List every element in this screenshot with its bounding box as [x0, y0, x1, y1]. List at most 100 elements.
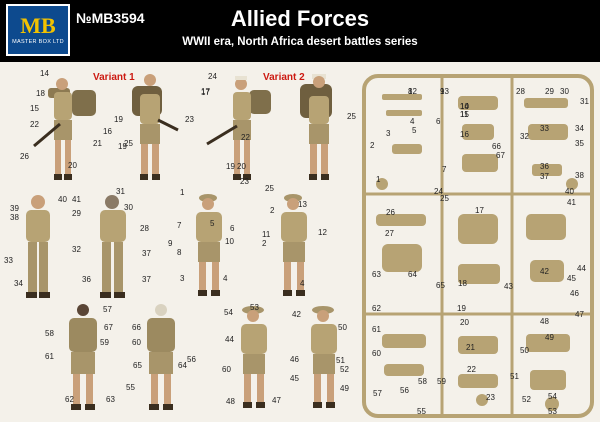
callout-sprue-6: 6 — [436, 117, 441, 126]
callout-row1-26: 26 — [20, 152, 29, 161]
callout-sprue-66: 66 — [492, 142, 501, 151]
callout-sprue-48: 48 — [540, 317, 549, 326]
callout-row1-20: 20 — [68, 161, 77, 170]
logo-mark: MB — [20, 13, 56, 38]
callout-row3-50: 50 — [338, 323, 347, 332]
callout-sprue-38: 38 — [575, 171, 584, 180]
callout-row3-60: 60 — [222, 365, 231, 374]
figure-variant1-back — [132, 74, 179, 180]
callout-row2-33: 33 — [4, 256, 13, 265]
callout-row1-25: 25 — [265, 184, 274, 193]
callout-row1-20: 20 — [237, 162, 246, 171]
callout-row2-6: 6 — [230, 224, 235, 233]
callout-row2-10: 10 — [225, 237, 234, 246]
callout-row2-36: 36 — [82, 275, 91, 284]
callout-sprue-59: 59 — [437, 377, 446, 386]
callout-sprue-4: 4 — [410, 117, 415, 126]
callout-row2-31: 31 — [116, 187, 125, 196]
figure-2-1 — [26, 195, 50, 298]
callout-sprue-8: 8 — [408, 87, 413, 96]
figure-variant2-front — [206, 76, 271, 180]
callout-sprue-32: 32 — [520, 132, 529, 141]
callout-row2-1: 1 — [180, 188, 185, 197]
callout-row2-2: 2 — [270, 206, 275, 215]
callout-row3-52: 52 — [340, 365, 349, 374]
figure-variant2-back — [300, 74, 332, 180]
callout-sprue-33: 33 — [540, 124, 549, 133]
callout-sprue-56: 56 — [400, 386, 409, 395]
callout-row3-60: 60 — [132, 338, 141, 347]
callout-sprue-46: 46 — [570, 289, 579, 298]
callout-row3-47: 47 — [272, 396, 281, 405]
figure-2-3 — [196, 194, 222, 296]
callout-sprue-52: 52 — [522, 395, 531, 404]
callout-row2-29: 29 — [72, 209, 81, 218]
callout-sprue-25: 25 — [440, 194, 449, 203]
callout-sprue-15: 15 — [460, 110, 469, 119]
callout-row1-25: 25 — [347, 112, 356, 121]
callout-row1-14: 14 — [40, 69, 49, 78]
callout-row3-63: 63 — [106, 395, 115, 404]
callout-row1-25: 25 — [124, 139, 133, 148]
callout-row3-48: 48 — [226, 397, 235, 406]
callout-sprue-31: 31 — [580, 97, 589, 106]
callout-row1-21: 21 — [93, 139, 102, 148]
callout-row2-37: 37 — [142, 275, 151, 284]
callout-row3-42: 42 — [292, 310, 301, 319]
callout-sprue-28: 28 — [516, 87, 525, 96]
callout-sprue-35: 35 — [575, 139, 584, 148]
callout-sprue-47: 47 — [575, 310, 584, 319]
callout-row1-22: 22 — [241, 133, 250, 142]
callout-sprue-26: 26 — [386, 208, 395, 217]
callout-row2-5: 5 — [210, 219, 215, 228]
callout-sprue-18: 18 — [458, 279, 467, 288]
callout-row3-51: 51 — [336, 356, 345, 365]
callout-row2-3: 3 — [180, 274, 185, 283]
callout-row2-30: 30 — [124, 203, 133, 212]
callout-sprue-57: 57 — [373, 389, 382, 398]
callout-sprue-12: 12 — [408, 87, 417, 96]
callout-sprue-17: 17 — [475, 206, 484, 215]
callout-sprue-16: 16 — [460, 130, 469, 139]
callout-sprue-60: 60 — [372, 349, 381, 358]
callout-sprue-58: 58 — [418, 377, 427, 386]
callout-row3-46: 46 — [290, 355, 299, 364]
callout-sprue-40: 40 — [565, 187, 574, 196]
callout-sprue-29: 29 — [545, 87, 554, 96]
callout-sprue-30: 30 — [560, 87, 569, 96]
callout-row1-17: 17 — [201, 87, 210, 96]
callout-row3-66: 66 — [132, 323, 141, 332]
callout-sprue-13: 13 — [440, 87, 449, 96]
callout-row1-19: 19 — [114, 115, 123, 124]
variant-2-label: Variant 2 — [263, 72, 305, 83]
callout-sprue-27: 27 — [385, 229, 394, 238]
callout-row1-23: 23 — [185, 115, 194, 124]
callout-sprue-64: 64 — [408, 270, 417, 279]
callout-sprue-67: 67 — [496, 151, 505, 160]
parts-sprue — [362, 74, 594, 418]
callout-sprue-7: 7 — [442, 165, 447, 174]
callout-row2-28: 28 — [140, 224, 149, 233]
callout-row1-23: 23 — [240, 177, 249, 186]
callout-sprue-61: 61 — [372, 325, 381, 334]
callout-row3-44: 44 — [225, 335, 234, 344]
callout-row1-17: 17 — [201, 88, 210, 97]
callout-sprue-2: 2 — [370, 141, 375, 150]
callout-sprue-5: 5 — [412, 126, 417, 135]
callout-sprue-43: 43 — [504, 282, 513, 291]
callout-sprue-49: 49 — [545, 333, 554, 342]
variant-1-label: Variant 1 — [93, 72, 135, 83]
callout-row1-24: 24 — [208, 72, 217, 81]
callout-sprue-54: 54 — [548, 392, 557, 401]
callout-row2-9: 9 — [168, 239, 173, 248]
callout-sprue-34: 34 — [575, 124, 584, 133]
figure-3-3 — [241, 306, 267, 408]
figure-2-4 — [281, 194, 307, 296]
callout-sprue-53: 53 — [548, 407, 557, 416]
callout-sprue-10: 10 — [460, 102, 469, 111]
callout-sprue-14: 14 — [460, 102, 469, 111]
callout-sprue-23: 23 — [486, 393, 495, 402]
kit-code: №MB3594 — [76, 10, 145, 26]
callout-row2-4: 4 — [300, 279, 305, 288]
